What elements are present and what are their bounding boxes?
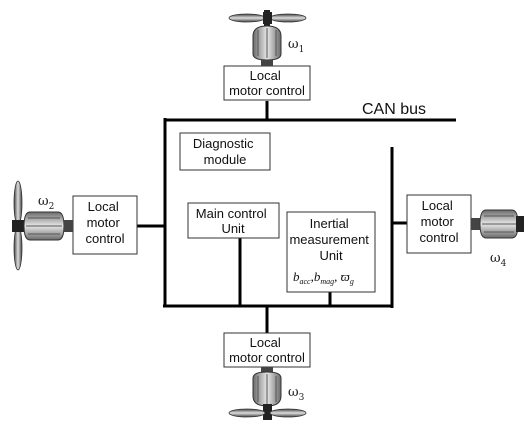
motor-control-right-line3: control — [419, 230, 458, 245]
omega-2-symbol: ω — [38, 194, 49, 209]
imu-var-omega-g: ϖ — [341, 269, 351, 284]
omega-4-sub: 4 — [501, 259, 507, 269]
omega-3-symbol: ω — [288, 385, 299, 400]
motor-control-right-label: Local motor control — [419, 198, 458, 245]
motor-control-bottom-line2: motor control — [229, 350, 305, 365]
omega-1-sub: 1 — [299, 45, 305, 55]
motor-control-right-line1: Local — [422, 198, 453, 213]
motor-control-top-label: Local motor control — [229, 68, 305, 98]
motor-control-left-label: Local motor control — [85, 199, 124, 246]
motor-control-top-line2: motor control — [229, 83, 305, 98]
omega-3-sub: 3 — [299, 393, 305, 403]
motor-bottom-icon — [228, 367, 307, 420]
motor-control-left-line3: control — [85, 231, 124, 246]
motor-control-bottom-line1: Local — [250, 335, 281, 350]
motor-top-icon — [228, 10, 307, 66]
main-control-line2: Unit — [221, 221, 245, 236]
omega-2-label: ω2 — [38, 194, 54, 212]
can-bus-label: CAN bus — [362, 101, 426, 118]
imu-var-omega-g-sub: g — [350, 277, 354, 286]
imu-var-sep1: , — [311, 269, 314, 284]
omega-4-label: ω4 — [490, 251, 507, 269]
imu-variables: bacc,bmag, ϖg — [293, 269, 354, 286]
imu-var-b-mag: b — [314, 269, 321, 284]
main-control-unit-box — [187, 202, 280, 239]
motor-control-box-right — [406, 194, 472, 254]
imu-var-b-acc-sub: acc — [300, 277, 312, 286]
diagnostic-line2: module — [204, 152, 247, 167]
motor-control-box-left — [72, 195, 138, 255]
diagnostic-module-label: Diagnostic module — [193, 136, 257, 167]
imu-var-b-acc: b — [293, 269, 300, 284]
motor-control-top-line1: Local — [250, 68, 281, 83]
imu-var-sep2: , — [334, 269, 341, 284]
imu-var-b-mag-sub: mag — [320, 277, 334, 286]
imu-line3: Unit — [319, 248, 343, 263]
diagnostic-module-box — [179, 132, 271, 171]
main-control-unit-label: Main control Unit — [196, 206, 270, 236]
omega-1-symbol: ω — [288, 37, 299, 52]
motor-left-icon — [12, 180, 73, 271]
omega-3-label: ω3 — [288, 385, 305, 403]
main-control-line1: Main control — [196, 206, 267, 221]
motor-right-icon — [471, 209, 524, 239]
imu-label: Inertial measurement Unit — [289, 216, 372, 263]
motor-control-left-line2: motor — [87, 215, 121, 230]
motor-control-right-line2: motor — [421, 214, 455, 229]
motor-control-bottom-label: Local motor control — [229, 335, 305, 365]
diagnostic-line1: Diagnostic — [193, 136, 254, 151]
imu-line2: measurement — [289, 232, 369, 247]
omega-4-symbol: ω — [490, 251, 501, 266]
motor-control-left-line1: Local — [88, 199, 119, 214]
omega-2-sub: 2 — [49, 202, 55, 212]
imu-box — [286, 211, 376, 293]
can-bus — [137, 101, 456, 333]
omega-1-label: ω1 — [288, 37, 304, 55]
imu-line1: Inertial — [310, 216, 349, 231]
